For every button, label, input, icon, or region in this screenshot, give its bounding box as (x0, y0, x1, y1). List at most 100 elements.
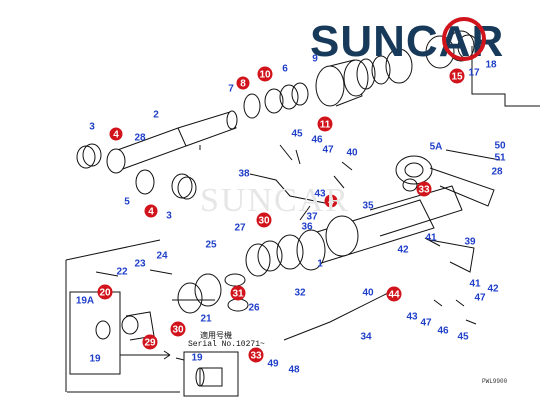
callout-label: 26 (248, 303, 260, 314)
callout-label: 29 (144, 338, 156, 349)
callout-label: 9 (312, 54, 318, 65)
callout-marker (142, 334, 158, 350)
callout-label: 19 (191, 353, 203, 364)
callout-label: 4 (328, 197, 334, 208)
callout-marker (449, 68, 465, 84)
callout-39: 39 (464, 237, 476, 248)
callout-15: 15 (449, 68, 465, 84)
callout-11: 11 (317, 116, 333, 132)
callout-marker (109, 127, 123, 141)
callout-label: 3 (166, 211, 172, 222)
callout-marker (248, 347, 264, 363)
callout-label: 19 (89, 354, 101, 365)
callout-label: 4 (113, 130, 119, 141)
callout-28: 28 (491, 167, 503, 178)
callout-10: 10 (257, 66, 273, 82)
callout-29: 29 (142, 334, 158, 350)
callout-48: 48 (288, 365, 300, 376)
callout-45: 45 (291, 129, 303, 140)
callout-label: 27 (234, 223, 246, 234)
callout-label: 5 (124, 197, 130, 208)
callout-label: 7 (228, 84, 234, 95)
callout-label: 17 (468, 68, 480, 79)
callout-label: 44 (388, 290, 400, 301)
callout-label: 30 (172, 325, 184, 336)
callout-3: 3 (89, 122, 95, 133)
callout-label: 46 (311, 135, 323, 146)
callout-label: 31 (232, 289, 244, 300)
callout-42: 42 (397, 245, 409, 256)
callout-4: 4 (109, 127, 123, 141)
callout-label: 42 (487, 284, 499, 295)
callout-label: 39 (464, 237, 476, 248)
callout-marker (144, 204, 158, 218)
callout-47: 47 (322, 145, 334, 156)
callout-label: 41 (469, 279, 481, 290)
callout-label: 46 (437, 326, 449, 337)
callout-label: 41 (425, 233, 437, 244)
callout-label: 20 (99, 288, 111, 299)
callout-label: 3 (89, 122, 95, 133)
callout-38: 38 (238, 169, 250, 180)
callout-label: 42 (397, 245, 409, 256)
callout-28: 28 (134, 133, 146, 144)
callout-25: 25 (205, 240, 217, 251)
callout-label: 32 (294, 288, 306, 299)
callout-marker (230, 285, 246, 301)
callout-label: 51 (494, 153, 506, 164)
callout-label: 45 (457, 332, 469, 343)
callout-22: 22 (116, 267, 128, 278)
callout-label: 40 (346, 148, 358, 159)
callout-label: 34 (360, 332, 372, 343)
callout-18: 18 (485, 60, 497, 71)
callout-label: 8 (240, 79, 246, 90)
callout-19: 19 (89, 354, 101, 365)
callout-label: 47 (322, 145, 334, 156)
callout-47: 47 (420, 318, 432, 329)
callout-6: 6 (282, 64, 288, 75)
callout-17: 17 (468, 68, 480, 79)
callout-label: 47 (420, 318, 432, 329)
callout-marker (97, 284, 113, 300)
callout-3: 3 (166, 211, 172, 222)
callout-27: 27 (234, 223, 246, 234)
callout-label: 48 (288, 365, 300, 376)
callout-33: 33 (416, 181, 432, 197)
suncar-logo: SUNCAR (308, 12, 548, 66)
callout-marker (324, 194, 338, 208)
callout-51: 51 (494, 153, 506, 164)
callout-24: 24 (156, 251, 168, 262)
callout-31: 31 (230, 285, 246, 301)
callout-label: 23 (134, 259, 146, 270)
callout-label: 33 (418, 185, 430, 196)
callout-label: 28 (134, 133, 146, 144)
callout-label: 28 (491, 167, 503, 178)
logo-graphic: SUNCAR (310, 17, 503, 66)
callout-7: 7 (228, 84, 234, 95)
caption-applicable: 適用号機 (200, 332, 232, 341)
callout-30: 30 (256, 212, 272, 228)
drawing-code: PWL9900 (482, 378, 508, 385)
callout-marker (236, 76, 250, 90)
callout-label: 4 (148, 207, 154, 218)
callout-marker (317, 116, 333, 132)
callout-label: 33 (250, 351, 262, 362)
callout-21: 21 (200, 314, 212, 325)
callout-32: 32 (294, 288, 306, 299)
callout-23: 23 (134, 259, 146, 270)
callout-47: 47 (474, 293, 486, 304)
callout-label: 30 (258, 216, 270, 227)
watermark: SUNCAR (200, 182, 350, 219)
callout-30: 30 (170, 321, 186, 337)
callout-label: 11 (320, 120, 331, 131)
callout-label: 21 (200, 314, 212, 325)
callout-marker (257, 66, 273, 82)
callout-label: 45 (291, 129, 303, 140)
callout-label: 24 (156, 251, 168, 262)
callout-49: 49 (267, 359, 279, 370)
callout-20: 20 (97, 284, 113, 300)
callout-label: 37 (306, 212, 318, 223)
caption-serial: Serial No.10271~ (188, 340, 265, 349)
callout-1: 1 (317, 259, 323, 270)
callout-34: 34 (360, 332, 372, 343)
